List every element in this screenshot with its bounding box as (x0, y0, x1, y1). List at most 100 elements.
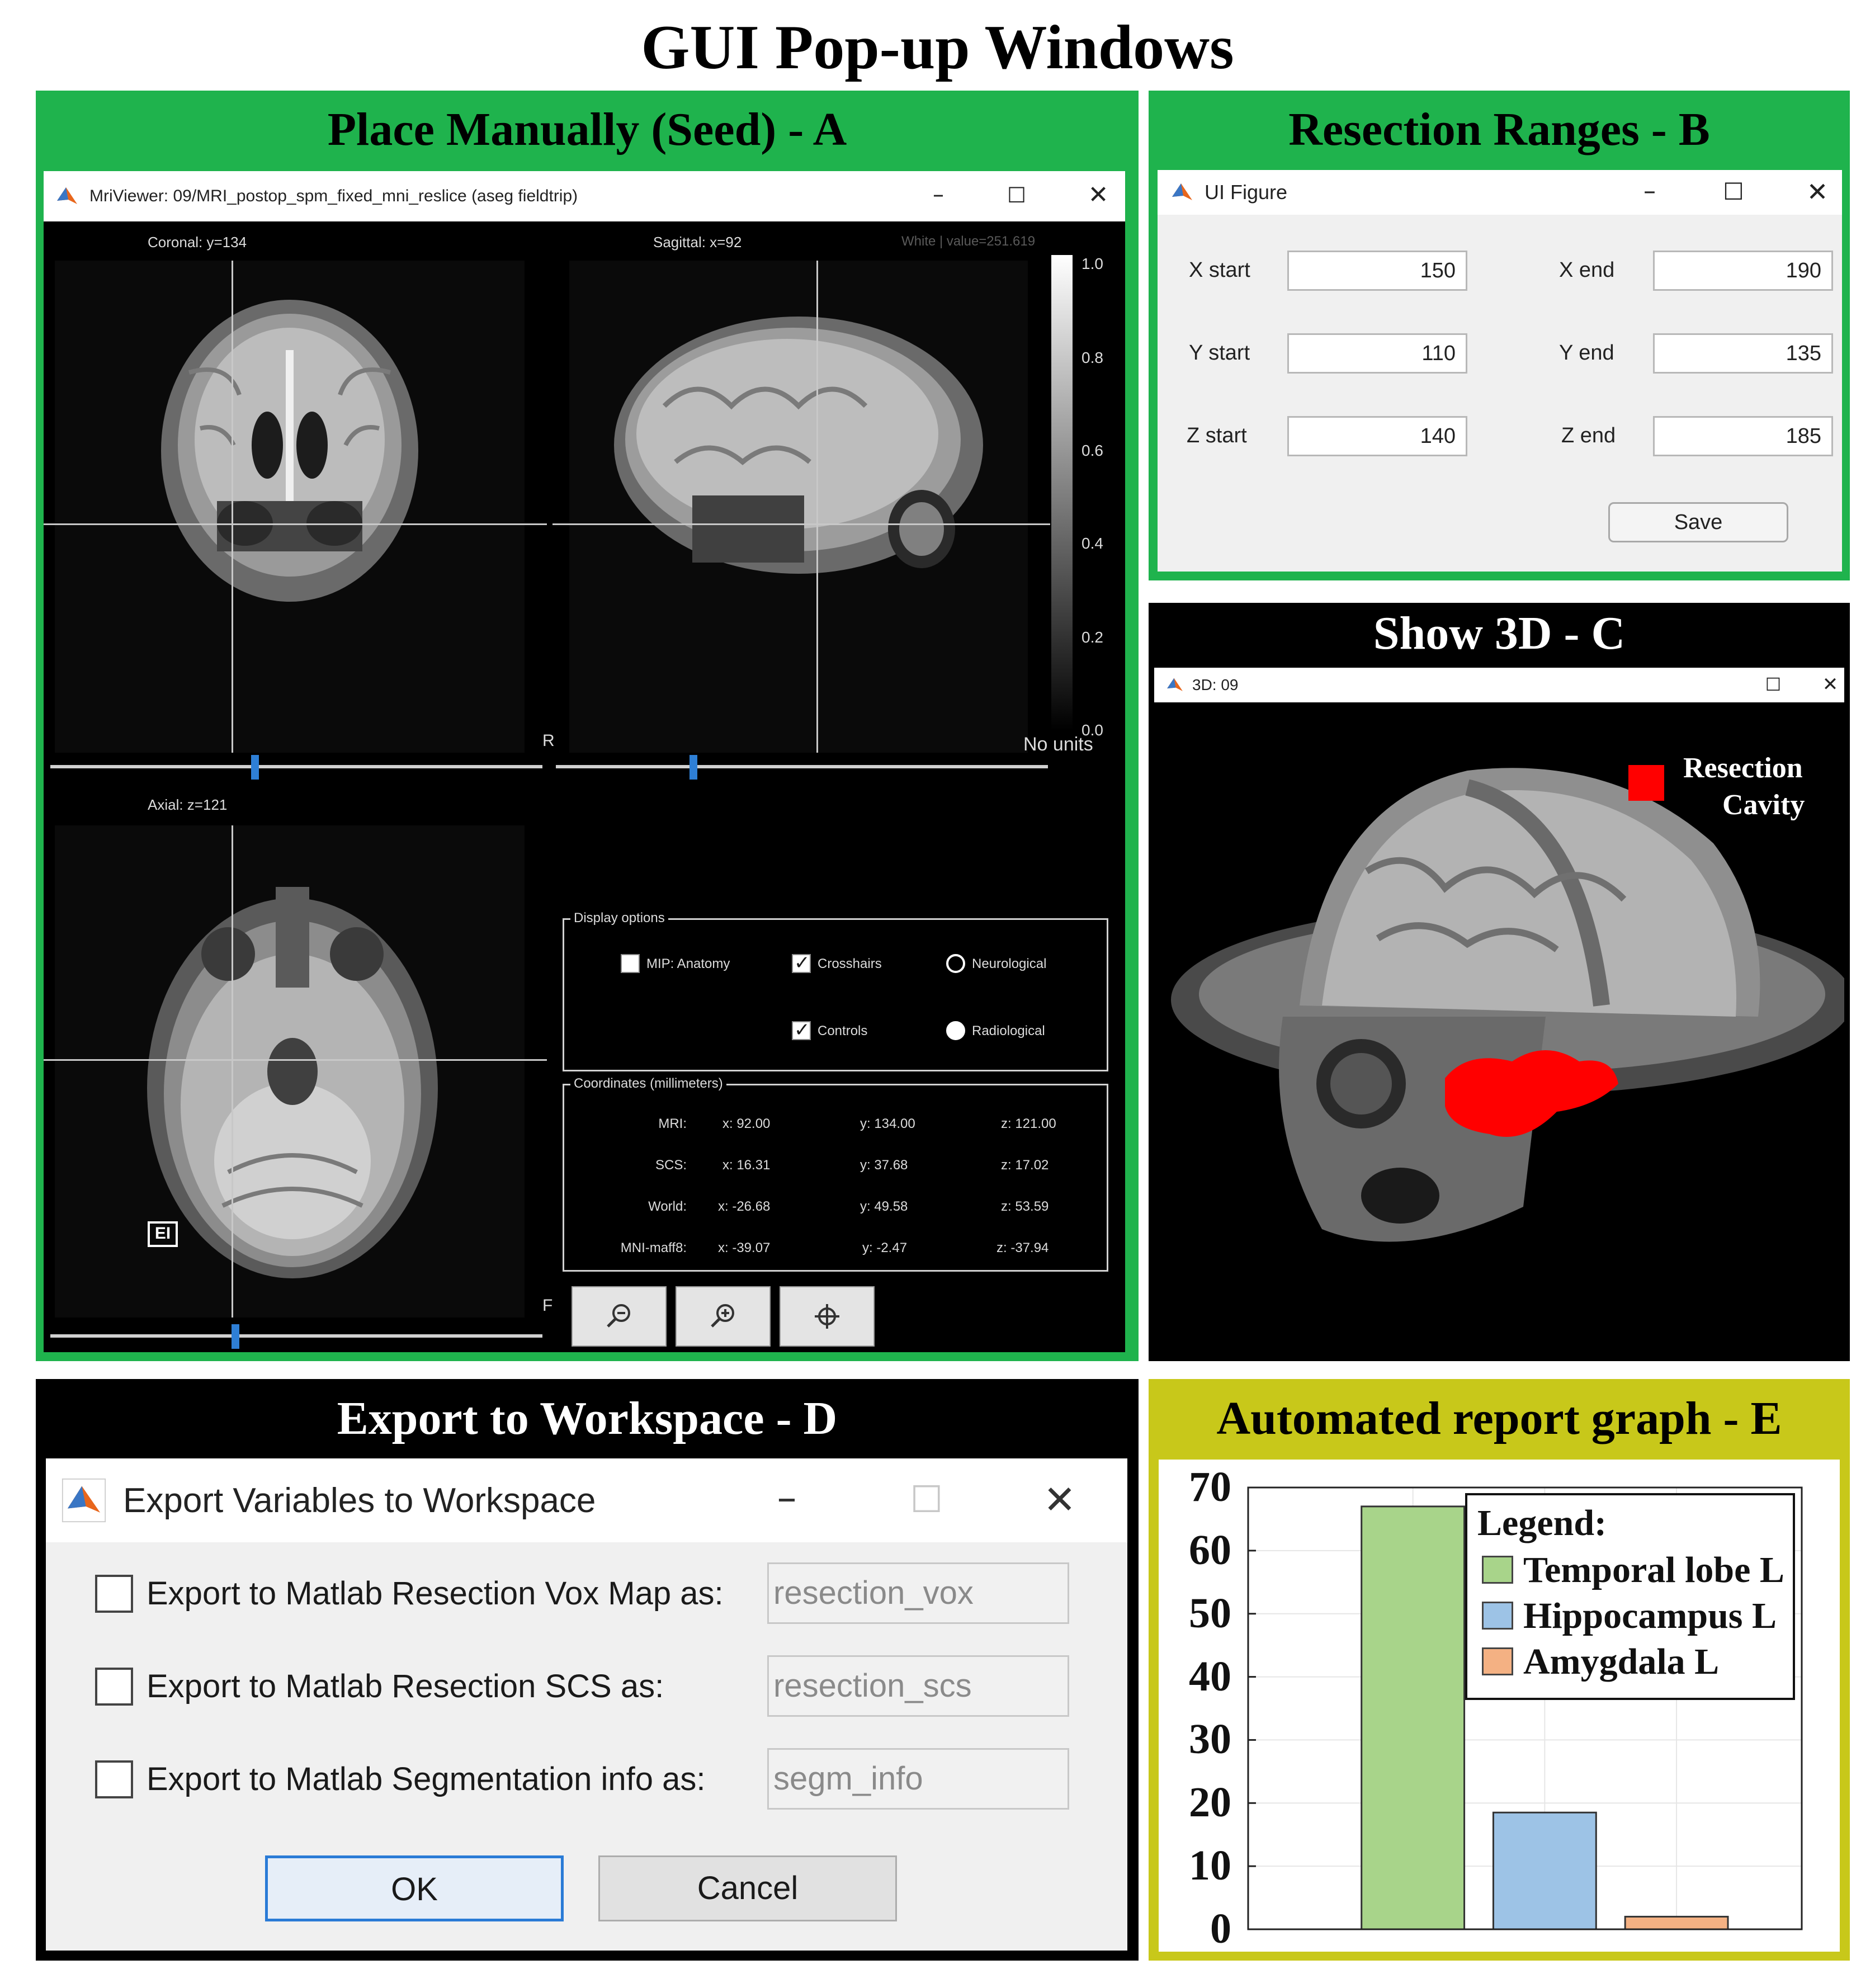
3d-window-title: 3D: 09 (1192, 676, 1239, 693)
colorbar-tick-1: 1.0 (1081, 255, 1103, 272)
ok-button[interactable]: OK (265, 1855, 564, 1921)
save-button[interactable]: Save (1608, 502, 1788, 542)
orientation-marker-f: F (542, 1296, 553, 1315)
minimize-button[interactable]: – (1643, 177, 1656, 205)
close-button[interactable]: ✕ (1822, 673, 1839, 696)
coordinates-group (563, 1084, 1108, 1272)
sagittal-slider-track[interactable] (556, 765, 1048, 768)
y-start-input[interactable]: 110 (1287, 333, 1467, 374)
export-vox-input[interactable]: resection_vox (767, 1562, 1069, 1624)
main-title: GUI Pop-up Windows (641, 13, 1234, 82)
axial-crosshair-vertical (232, 825, 233, 1318)
zoom-out-icon (607, 1304, 630, 1328)
bar-hippocampus-l (1492, 1811, 1597, 1930)
x-end-input[interactable]: 190 (1653, 251, 1833, 291)
coord-row-label: World: (648, 1199, 687, 1214)
controls-checkbox[interactable] (792, 1019, 811, 1041)
close-button[interactable]: ✕ (1043, 1477, 1076, 1523)
sagittal-brain-image (569, 261, 1028, 753)
export-scs-label: Export to Matlab Resection SCS as: (147, 1668, 664, 1704)
y-end-input[interactable]: 135 (1653, 333, 1833, 374)
coord-row-label: SCS: (655, 1158, 687, 1173)
plot-axes-box (1247, 1486, 1803, 1930)
minimize-button[interactable]: – (777, 1475, 797, 1520)
coord-y-value: y: 37.68 (860, 1158, 908, 1173)
colorbar-tick-2: 0.8 (1081, 349, 1103, 366)
bar-temporal-lobe-l (1361, 1505, 1466, 1930)
legend-label-line1: Resection (1683, 752, 1803, 784)
export-segm-checkbox[interactable] (95, 1760, 133, 1798)
zoom-in-button[interactable] (676, 1286, 771, 1347)
y-tick-label: 20 (1189, 1779, 1231, 1826)
matlab-icon (1170, 180, 1194, 205)
close-button[interactable]: ✕ (1806, 177, 1829, 207)
z-end-input[interactable]: 185 (1653, 416, 1833, 456)
mip-anatomy-checkbox[interactable] (621, 954, 640, 973)
axial-slider-thumb[interactable] (231, 1324, 239, 1349)
center-crosshair-button[interactable] (780, 1286, 875, 1347)
ui-figure-window: UI Figure – ☐ ✕ X start 150 X end 190 Y … (1158, 170, 1842, 572)
coord-z-value: z: 17.02 (1001, 1158, 1049, 1173)
panel-d-header: Export to Workspace - D (337, 1392, 838, 1444)
coord-y-value: y: -2.47 (862, 1240, 908, 1255)
chart-legend: Legend: Temporal lobe L Hippocampus L Am… (1465, 1493, 1795, 1700)
coronal-label: Coronal: y=134 (148, 234, 247, 251)
x-start-label: X start (1189, 258, 1250, 282)
export-scs-input[interactable]: resection_scs (767, 1655, 1069, 1717)
sagittal-crosshair-vertical (816, 261, 818, 753)
maximize-button[interactable]: ☐ (1723, 178, 1744, 205)
resection-cavity-region (1445, 1050, 1618, 1137)
axial-view[interactable]: EI (44, 825, 541, 1318)
sagittal-slider-thumb[interactable] (689, 755, 698, 780)
coronal-slider-thumb[interactable] (251, 755, 259, 780)
3d-brain-render (1154, 703, 1853, 1356)
legend-swatch-1 (1482, 1602, 1513, 1630)
y-tick-label: 50 (1189, 1589, 1231, 1637)
panel-a-header: Place Manually (Seed) - A (327, 103, 847, 155)
crosshairs-checkbox[interactable] (792, 952, 811, 974)
3d-render-view[interactable]: Resection Cavity (1154, 703, 1853, 1356)
mri-viewer-window: MriViewer: 09/MRI_postop_spm_fixed_mni_r… (44, 171, 1125, 1352)
coord-z-value: z: -37.94 (996, 1240, 1049, 1255)
cancel-button[interactable]: Cancel (598, 1855, 897, 1921)
colorbar-tick-6: 0.0 (1081, 721, 1103, 739)
export-vox-checkbox[interactable] (95, 1575, 133, 1613)
ui-figure-titlebar: UI Figure – ☐ ✕ (1158, 170, 1842, 215)
export-window-titlebar: Export Variables to Workspace – ☐ ✕ (46, 1458, 1127, 1542)
legend-swatch-2 (1482, 1647, 1513, 1675)
axial-crosshair-horizontal (44, 1059, 547, 1061)
maximize-button[interactable]: ☐ (1765, 674, 1782, 695)
panel-d: Export to Workspace - D Export Variables… (36, 1379, 1139, 1961)
panel-c-header: Show 3D - C (1373, 607, 1626, 659)
legend-swatch (1628, 765, 1664, 801)
panel-a: Place Manually (Seed) - A MriViewer: 09/… (36, 91, 1139, 1361)
export-window-title: Export Variables to Workspace (123, 1481, 596, 1520)
export-segm-input[interactable]: segm_info (767, 1748, 1069, 1810)
export-scs-checkbox[interactable] (95, 1668, 133, 1706)
bar-chart (1247, 1486, 1803, 1930)
y-tick-label: 60 (1189, 1526, 1231, 1574)
maximize-button[interactable]: ☐ (910, 1478, 943, 1521)
coronal-slider-track[interactable] (50, 765, 542, 768)
coronal-view[interactable] (44, 261, 541, 753)
minimize-button[interactable]: – (933, 182, 944, 207)
panel-e-header: Automated report graph - E (1216, 1392, 1782, 1444)
z-start-input[interactable]: 140 (1287, 416, 1467, 456)
close-button[interactable]: ✕ (1088, 181, 1109, 209)
export-window: Export Variables to Workspace – ☐ ✕ Expo… (46, 1458, 1127, 1951)
display-options-title: Display options (570, 910, 668, 926)
y-start-label: Y start (1189, 341, 1250, 365)
maximize-button[interactable]: ☐ (1007, 183, 1027, 207)
ui-figure-title: UI Figure (1205, 181, 1288, 204)
x-end-label: X end (1559, 258, 1615, 282)
x-start-input[interactable]: 150 (1287, 251, 1467, 291)
radiological-radio[interactable] (946, 1021, 965, 1040)
z-end-label: Z end (1561, 424, 1616, 447)
sagittal-view[interactable] (552, 261, 1045, 753)
neurological-radio[interactable] (946, 954, 965, 973)
legend-swatch-0 (1482, 1556, 1513, 1584)
axial-marker-icon: EI (148, 1221, 178, 1247)
zoom-out-button[interactable] (572, 1286, 667, 1347)
axial-slider-track[interactable] (50, 1334, 542, 1338)
mri-viewer-titlebar: MriViewer: 09/MRI_postop_spm_fixed_mni_r… (44, 171, 1125, 221)
